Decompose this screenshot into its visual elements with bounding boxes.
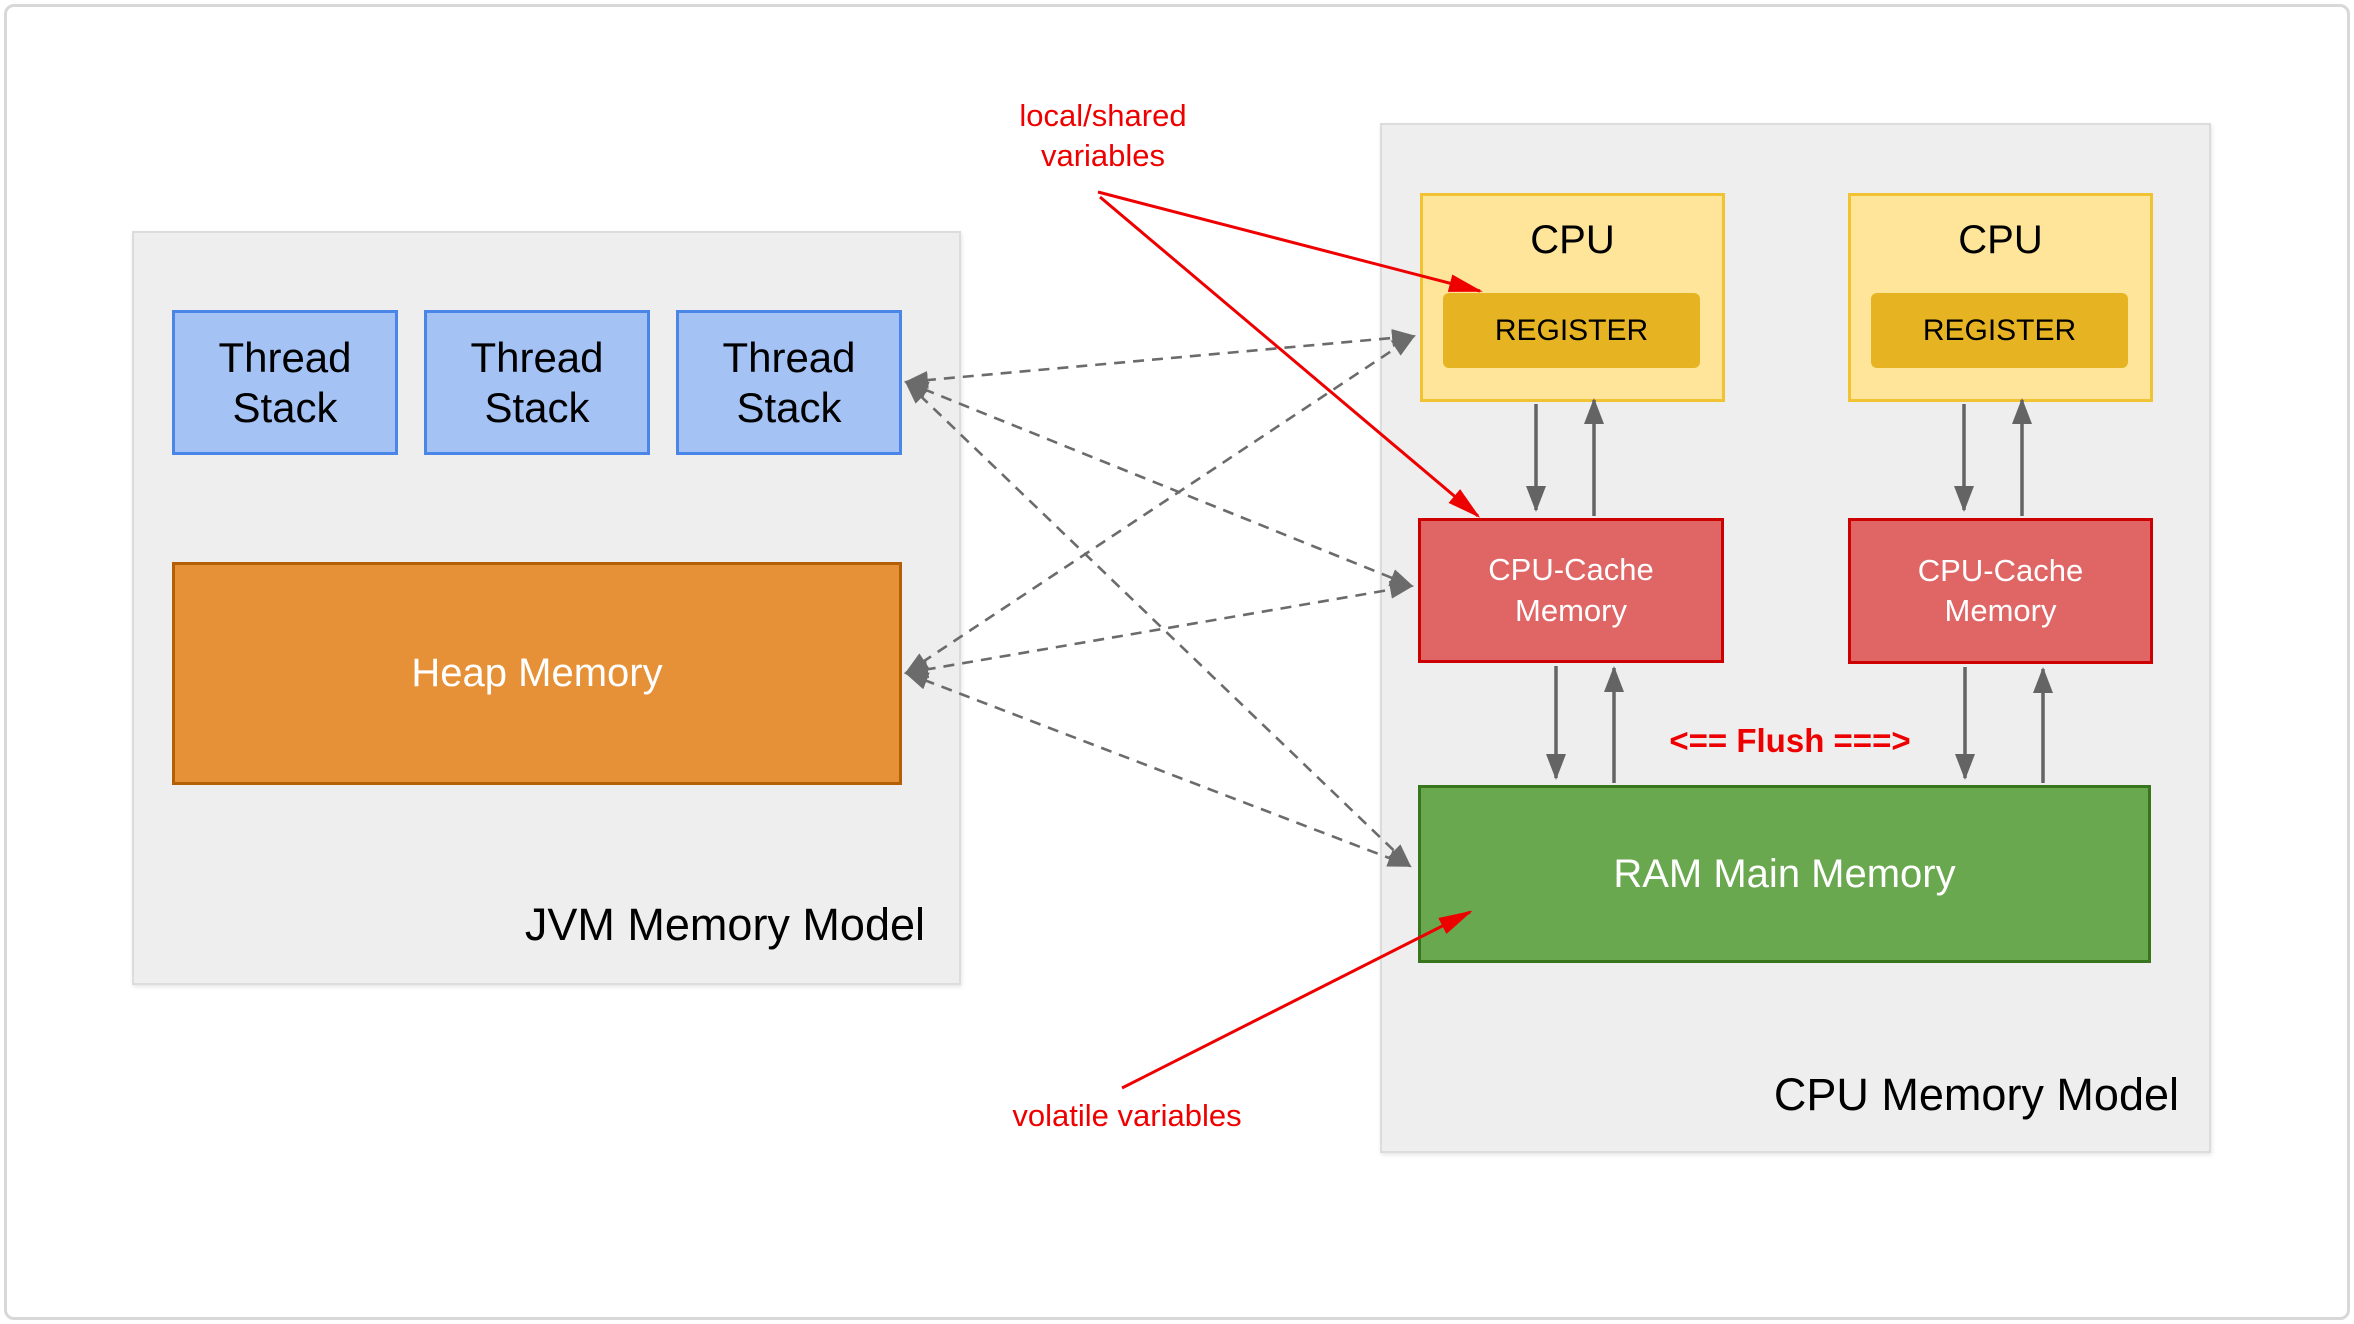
cpu-label: CPU [1530,218,1615,262]
dashed-arrow-thread-cache [904,380,1414,588]
dashed-arrow-heap-cache [904,580,1414,679]
thread-stack-box-2: Thread Stack [424,310,650,455]
cpu-box-2: CPU REGISTER [1848,193,2153,402]
cpu-cache-box-2: CPU-Cache Memory [1848,518,2153,664]
ram-main-memory-label: RAM Main Memory [1613,851,1956,896]
register-box-2: REGISTER [1871,293,2128,368]
dashed-arrow-thread-register [904,329,1416,389]
flush-annotation: <== Flush ===> [1669,722,1911,759]
ram-main-memory-box: RAM Main Memory [1418,785,2151,963]
heap-memory-label: Heap Memory [411,651,663,695]
cpu-cache-box-1: CPU-Cache Memory [1418,518,1724,663]
register-label: REGISTER [1922,313,2077,347]
heap-memory-box: Heap Memory [172,562,902,785]
cpu-model-title: CPU Memory Model [1773,1069,2179,1120]
thread-stack-box-1: Thread Stack [172,310,398,455]
thread-stack-label: Thread Stack [470,333,604,431]
dashed-arrow-thread-ram [904,380,1412,868]
register-box-1: REGISTER [1443,293,1700,368]
dashed-arrow-heap-register [904,334,1416,675]
volatile-variables-note: volatile variables [952,1096,1302,1136]
jvm-model-title: JVM Memory Model [524,899,925,950]
cpu-cache-label: CPU-Cache Memory [1917,552,2084,628]
local-shared-variables-label: local/shared variables [1019,98,1187,174]
thread-stack-label: Thread Stack [218,333,352,431]
cpu-box-1: CPU REGISTER [1420,193,1725,402]
register-label: REGISTER [1494,313,1649,347]
local-shared-variables-note: local/shared variables [953,96,1253,177]
cpu-label: CPU [1958,218,2043,262]
dashed-arrow-heap-ram [904,671,1412,868]
volatile-variables-label: volatile variables [1012,1098,1242,1133]
thread-stack-label: Thread Stack [722,333,856,431]
cpu-cache-label: CPU-Cache Memory [1488,552,1654,628]
thread-stack-box-3: Thread Stack [676,310,902,455]
